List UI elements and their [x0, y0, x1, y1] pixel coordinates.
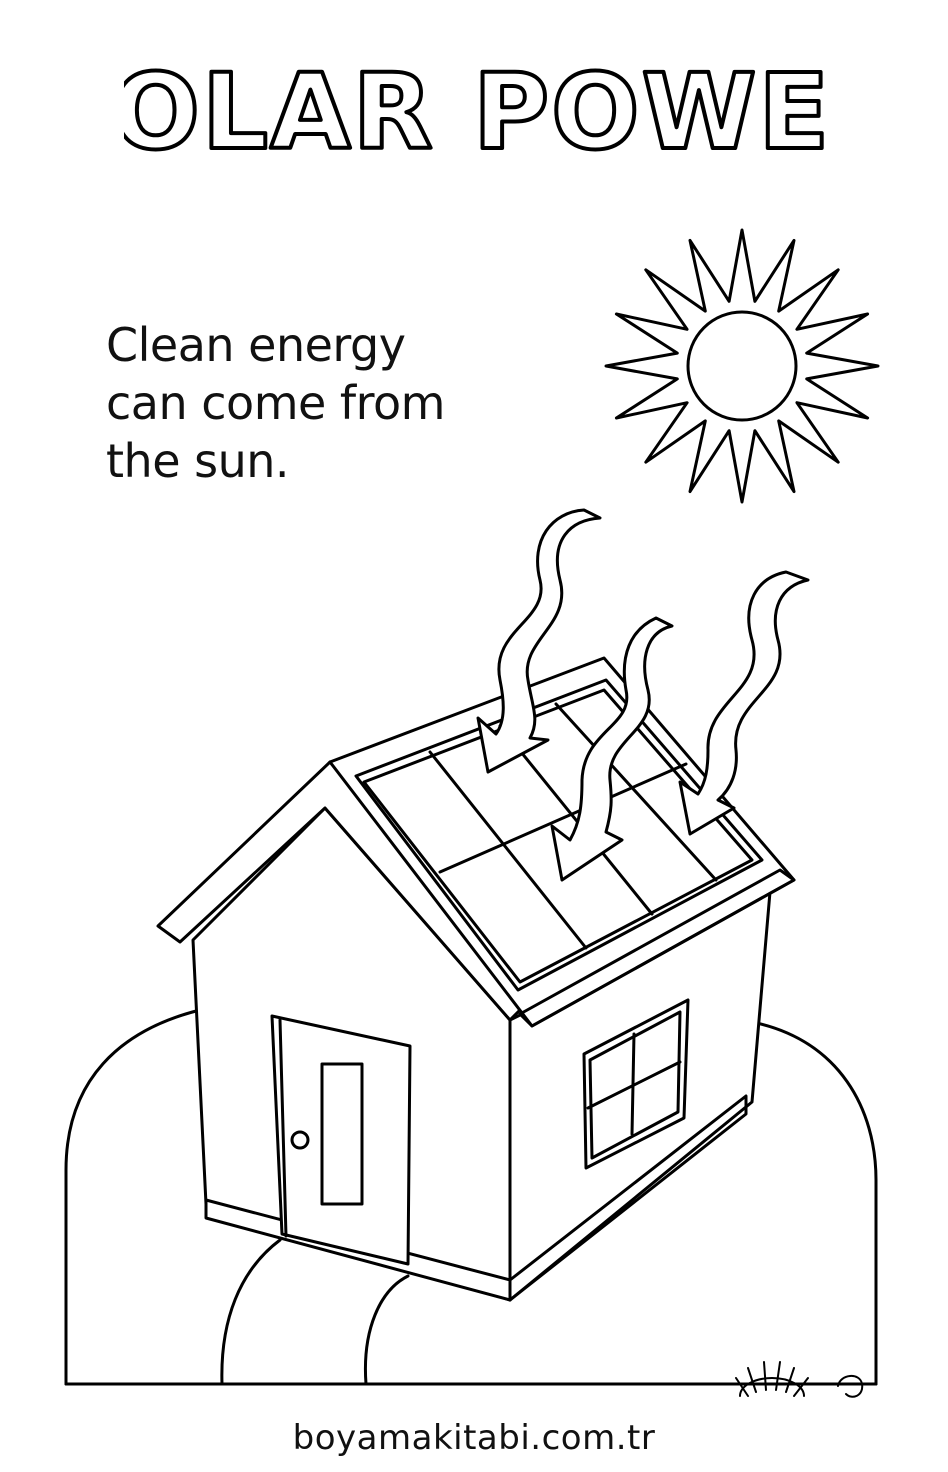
page-title: SOLAR POWER [124, 51, 824, 170]
caption-line-3: the sun. [106, 434, 290, 488]
page-title-svg: SOLAR POWER [124, 49, 824, 170]
caption-line-2: can come from [106, 376, 445, 430]
logo-icon [735, 1361, 864, 1398]
sun-ray-arrow-icon [476, 508, 810, 882]
front-door [270, 1014, 412, 1266]
caption-text: Clean energy can come from the sun. [106, 316, 486, 490]
house-window [582, 998, 690, 1170]
page-title-outline: SOLAR POWER [0, 40, 948, 170]
garden-path [220, 1238, 410, 1386]
footer-website: boyamakitabi.com.tr [292, 1418, 656, 1458]
sun-icon [604, 228, 880, 504]
caption-line-1: Clean energy [106, 318, 406, 372]
